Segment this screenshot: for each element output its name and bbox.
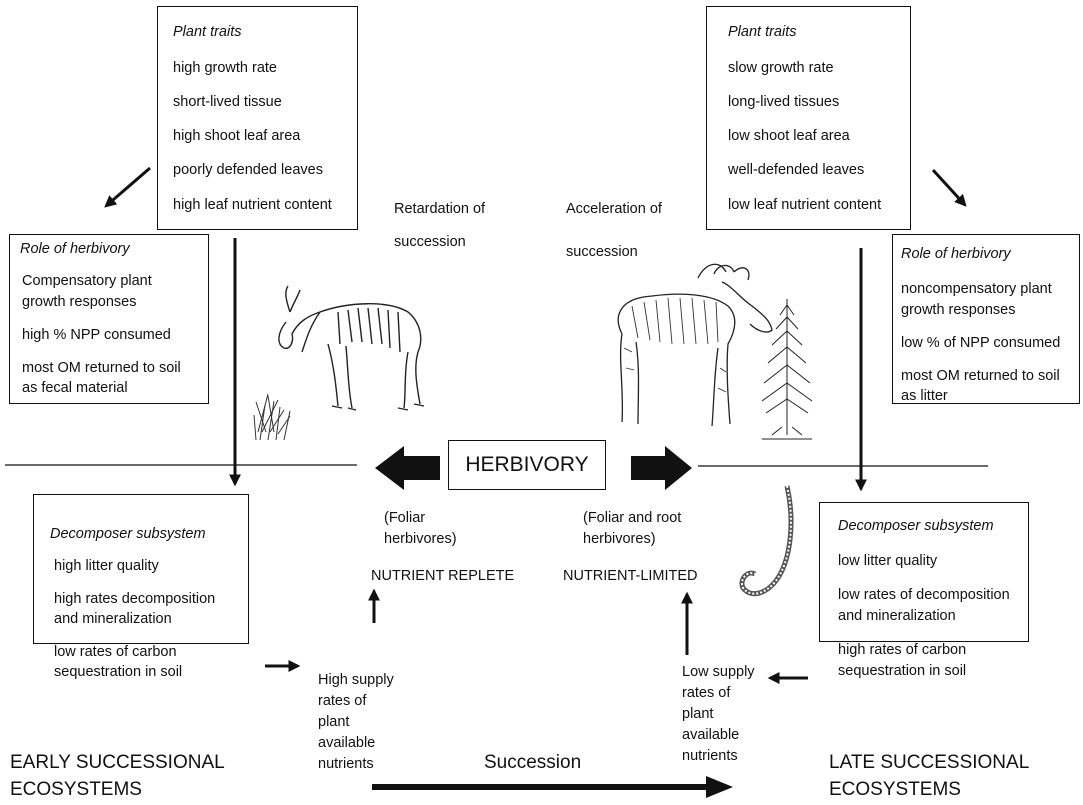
right-plant-traits-title: Plant traits xyxy=(728,24,797,40)
left-role-line: most OM returned to soil xyxy=(22,360,181,376)
diagonal-arrow-left xyxy=(104,166,151,208)
right-trait-item: well-defended leaves xyxy=(728,162,865,178)
right-decomposer-title: Decomposer subsystem xyxy=(838,518,994,534)
herbivory-label: HERBIVORY xyxy=(465,453,589,476)
right-decomposer-line: sequestration in soil xyxy=(838,663,967,679)
low-supply-label: Low supply xyxy=(682,664,755,680)
high-supply-label: rates of xyxy=(318,693,367,709)
acceleration-label: Acceleration of xyxy=(566,201,662,217)
left-role-title: Role of herbivory xyxy=(20,241,130,257)
low-supply-label: nutrients xyxy=(682,748,738,764)
right-decomposer-box: Decomposer subsystem low litter quality … xyxy=(819,502,1029,679)
left-plant-traits-box: Plant traits high growth rate short-live… xyxy=(157,6,358,230)
right-role-title: Role of herbivory xyxy=(901,246,1011,262)
left-trait-item: high shoot leaf area xyxy=(173,128,301,144)
left-decomposer-line: high litter quality xyxy=(54,558,159,574)
left-role-line: high % NPP consumed xyxy=(22,327,171,343)
foliar-herbivores-right: (Foliar and root xyxy=(583,510,682,526)
low-supply-label: available xyxy=(682,727,740,743)
left-role-box: Role of herbivory Compensatory plant gro… xyxy=(9,234,209,404)
retardation-label: succession xyxy=(394,234,466,250)
foliar-herbivores-left: (Foliar xyxy=(384,510,426,526)
left-trait-item: high growth rate xyxy=(173,60,277,76)
root-worm-icon xyxy=(739,485,794,597)
left-plant-traits-title: Plant traits xyxy=(173,24,242,40)
left-trait-item: poorly defended leaves xyxy=(173,162,323,178)
left-decomposer-line: high rates decomposition xyxy=(54,591,216,607)
late-successional-label: ECOSYSTEMS xyxy=(829,779,961,800)
right-role-line: growth responses xyxy=(901,302,1016,318)
moose-icon xyxy=(617,263,773,427)
right-trait-item: slow growth rate xyxy=(728,60,834,76)
grass-tuft-icon xyxy=(253,400,291,441)
left-role-line: as fecal material xyxy=(22,380,128,396)
left-trait-item: high leaf nutrient content xyxy=(173,197,332,213)
early-successional-label: ECOSYSTEMS xyxy=(10,779,142,800)
right-role-line: most OM returned to soil xyxy=(901,368,1060,384)
herbivory-box: HERBIVORY xyxy=(448,440,606,490)
left-decomposer-box: Decomposer subsystem high litter quality… xyxy=(33,494,249,680)
right-plant-traits-box: Plant traits slow growth rate long-lived… xyxy=(706,6,911,230)
high-supply-label: nutrients xyxy=(318,756,374,772)
nutrient-replete-label: NUTRIENT REPLETE xyxy=(371,568,515,584)
high-supply-label: available xyxy=(318,735,376,751)
low-supply-label: plant xyxy=(682,706,714,722)
right-trait-item: long-lived tissues xyxy=(728,94,840,110)
left-role-line: growth responses xyxy=(22,294,137,310)
foliar-herbivores-left: herbivores) xyxy=(384,531,457,547)
right-decomposer-line: high rates of carbon xyxy=(838,642,967,658)
right-role-box: Role of herbivory noncompensatory plant … xyxy=(892,234,1080,404)
diagonal-arrow-right xyxy=(931,168,967,207)
right-trait-item: low shoot leaf area xyxy=(728,128,850,144)
low-supply-label: rates of xyxy=(682,685,731,701)
retardation-label: Retardation of xyxy=(394,201,486,217)
right-trait-item: low leaf nutrient content xyxy=(728,197,882,213)
right-decomposer-line: and mineralization xyxy=(838,608,956,624)
left-decomposer-title: Decomposer subsystem xyxy=(50,526,206,542)
spruce-tree-icon xyxy=(761,299,813,440)
right-decomposer-line: low litter quality xyxy=(838,553,938,569)
left-decomposer-line: low rates of carbon xyxy=(54,644,177,660)
left-decomposer-line: sequestration in soil xyxy=(54,664,183,680)
nutrient-limited-label: NUTRIENT-LIMITED xyxy=(563,568,698,584)
left-decomposer-line: and mineralization xyxy=(54,611,172,627)
left-trait-item: short-lived tissue xyxy=(173,94,282,110)
right-role-line: as litter xyxy=(901,388,948,404)
right-decomposer-line: low rates of decomposition xyxy=(838,587,1010,603)
herbivory-arrow-right xyxy=(631,446,692,490)
deer-icon xyxy=(255,285,425,435)
foliar-herbivores-right: herbivores) xyxy=(583,531,656,547)
early-successional-label: EARLY SUCCESSIONAL xyxy=(10,752,225,773)
succession-label: Succession xyxy=(484,752,582,773)
succession-arrowhead xyxy=(706,776,733,798)
acceleration-label: succession xyxy=(566,244,638,260)
right-role-line: low % of NPP consumed xyxy=(901,335,1061,351)
left-role-line: Compensatory plant xyxy=(22,273,152,289)
herbivory-arrow-left xyxy=(375,446,440,490)
late-successional-label: LATE SUCCESSIONAL xyxy=(829,752,1030,773)
high-supply-label: plant xyxy=(318,714,350,730)
high-supply-label: High supply xyxy=(318,672,394,688)
right-role-line: noncompensatory plant xyxy=(901,281,1052,297)
